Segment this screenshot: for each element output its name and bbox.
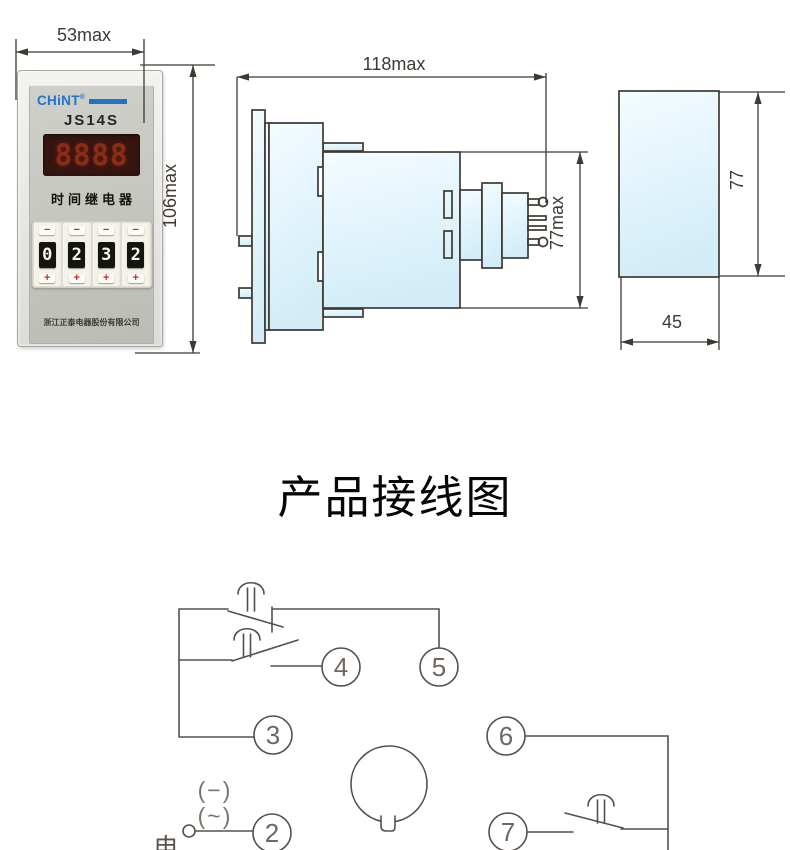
digit-window: 2 [68,241,86,268]
front-panel: CHiNT® JS14S 8888 时间继电器 − 0 + − 2 + − 3 … [29,85,154,344]
relay-pins [527,196,549,248]
power-input-node [182,824,196,838]
dim-label-45: 45 [662,312,682,332]
minus-button[interactable]: − [39,225,56,236]
plus-button[interactable]: + [127,273,144,284]
nc-contact-blade [227,610,284,628]
model-label: JS14S [63,112,120,129]
wiring-diagram: 2 3 4 5 6 7 (−) (~) 电 [153,581,669,850]
terminal-4 [321,647,361,687]
company-name-label: 浙江正泰电器股份有限公司 [43,318,140,327]
dim-label-77: 77 [727,170,747,190]
thumbwheel-4[interactable]: − 2 + [122,223,150,286]
terminal-5 [419,647,459,687]
dc-polarity-label: (−) [198,777,233,803]
brand-row: CHiNT® [29,85,154,108]
no-contact-blade [564,812,624,829]
terminal-7-label: 7 [501,817,515,847]
dial-notch [380,815,396,832]
terminal-6 [486,716,526,756]
wiring-lines [178,581,669,850]
terminal-2 [252,813,292,850]
side-view-drawing [238,109,549,344]
brand-bar-icon [89,99,128,104]
thumbwheel-block: − 0 + − 2 + − 3 + − 2 + [31,221,152,288]
digit-window: 0 [38,241,56,268]
dim-label-106max: 106max [160,164,180,228]
led-display: 8888 [43,134,140,176]
registered-mark-icon: ® [79,93,86,101]
digit-window: 3 [97,241,115,268]
dim-label-118max: 118max [363,54,426,74]
digit-window: 2 [127,241,145,268]
time-delay-icon [587,793,615,824]
plus-button[interactable]: + [98,273,115,284]
time-delay-icon [237,581,265,612]
front-view-dimensions: 53max 106max [15,25,215,354]
thumbwheel-3[interactable]: − 3 + [92,223,120,286]
plus-button[interactable]: + [68,273,85,284]
terminal-6-label: 6 [499,721,513,751]
terminal-3 [253,715,293,755]
dial-circle [350,745,428,823]
dim-label-77max: 77max [547,196,567,250]
led-digits: 8888 [54,138,129,172]
minus-button[interactable]: − [68,225,85,236]
power-label: 电 [153,834,178,850]
minus-button[interactable]: − [98,225,115,236]
terminal-5-label: 5 [432,652,446,682]
terminal-3-label: 3 [266,720,280,750]
terminal-7 [488,812,528,850]
plus-button[interactable]: + [39,273,56,284]
thumbwheel-2[interactable]: − 2 + [63,223,91,286]
end-view-drawing: 77 45 [618,90,785,350]
terminal-2-label: 2 [265,818,279,848]
minus-button[interactable]: − [127,225,144,236]
wiring-diagram-title: 产品接线图 [277,472,513,523]
no-contact-blade [231,639,299,662]
dim-label-53max: 53max [57,25,111,45]
terminal-4-label: 4 [334,652,348,682]
front-view-device: CHiNT® JS14S 8888 时间继电器 − 0 + − 2 + − 3 … [17,70,163,347]
side-view-dimensions: 118max 77max [236,54,588,309]
brand-logo: CHiNT® [37,92,86,108]
thumbwheel-1[interactable]: − 0 + [33,223,61,286]
ac-label: (~) [198,803,233,829]
